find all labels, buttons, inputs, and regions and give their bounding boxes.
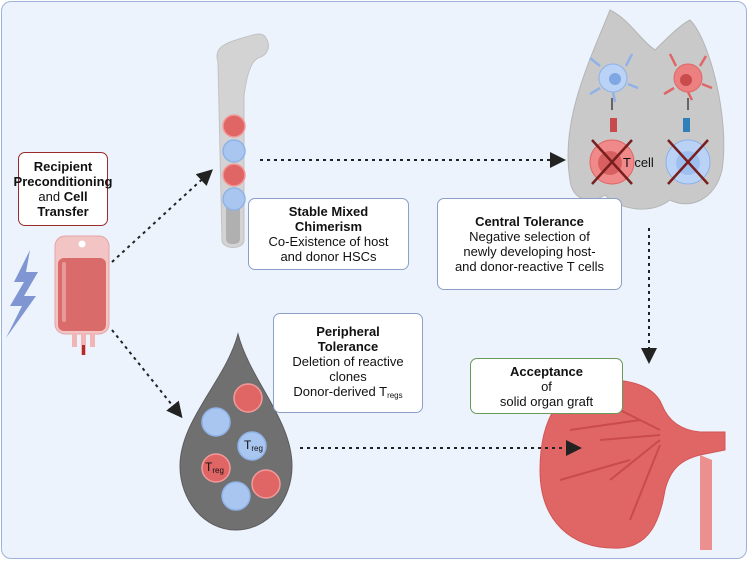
acceptance-box: Acceptance of solid organ graft: [470, 358, 623, 414]
peripheral-body-1: Deletion of reactive: [292, 353, 404, 369]
treg-main: T: [244, 438, 252, 452]
acceptance-body-2: solid organ graft: [499, 393, 594, 409]
peripheral-title-2: Tolerance: [317, 338, 379, 354]
peripheral-body-3-sub: regs: [387, 390, 403, 400]
treg-main: T: [205, 460, 213, 474]
recipient-box: Recipient Preconditioning and Cell Trans…: [14, 152, 112, 226]
central-title: Central Tolerance: [475, 214, 584, 229]
peripheral-tolerance-box: Peripheral Tolerance Deletion of reactiv…: [273, 313, 423, 413]
chimerism-body-1: Co-Existence of host: [268, 234, 389, 249]
chimerism-title-2: Chimerism: [294, 219, 363, 234]
arrow-to-bone: [111, 169, 213, 263]
acceptance-body-1: of: [541, 378, 552, 394]
arrow-to-blood: [111, 329, 183, 419]
chimerism-title-1: Stable Mixed: [288, 204, 369, 219]
recipient-line3a: and: [38, 189, 61, 204]
recipient-line2: Preconditioning: [13, 174, 113, 189]
central-body-2: newly developing host-: [463, 244, 596, 259]
lightning-bolt-icon: [6, 250, 38, 338]
recipient-line1: Recipient: [33, 159, 93, 174]
acceptance-title: Acceptance: [510, 363, 583, 379]
treg-label-blue: Treg: [244, 438, 263, 453]
peripheral-body-3: Donor-derived T: [293, 383, 388, 399]
central-body-1: Negative selection of: [469, 229, 590, 244]
t-cell-icon: [589, 139, 635, 185]
dendritic-cell-icon: [663, 53, 713, 101]
recipient-line3b: Cell: [63, 189, 88, 204]
bone-femur-icon: [216, 33, 269, 248]
blood-drop-icon: [179, 332, 293, 531]
treg-label-red: Treg: [205, 460, 224, 475]
peripheral-body-2: clones: [329, 368, 367, 384]
recipient-line4: Transfer: [37, 204, 89, 219]
iv-bag-icon: [54, 235, 110, 355]
chimerism-body-2: and donor HSCs: [280, 249, 377, 264]
treg-sub: reg: [212, 466, 224, 475]
t-cell-label: T cell: [623, 155, 654, 170]
treg-sub: reg: [251, 444, 263, 453]
kidney-icon: [539, 379, 726, 550]
central-body-3: and donor-reactive T cells: [454, 259, 605, 274]
chimerism-box: Stable Mixed Chimerism Co-Existence of h…: [248, 198, 409, 270]
peripheral-title-1: Peripheral: [316, 323, 380, 339]
dendritic-cell-icon: [589, 53, 639, 103]
central-tolerance-box: Central Tolerance Negative selection of …: [437, 198, 622, 290]
t-cell-icon: [665, 139, 711, 185]
